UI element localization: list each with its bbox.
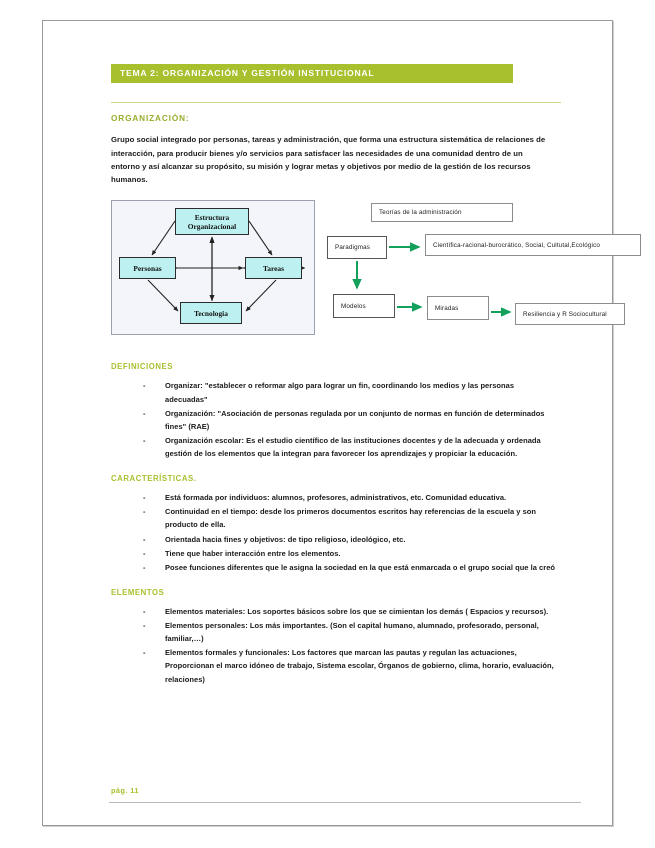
list-item: Elementos materiales: Los soportes básic… bbox=[143, 605, 555, 618]
list-item: Organización: "Asociación de personas re… bbox=[143, 407, 555, 433]
administration-theories-flowchart: Teorías de la administración Paradigmas … bbox=[327, 200, 641, 335]
section-definiciones: DEFINICIONES Organizar: "establecer o re… bbox=[111, 362, 571, 460]
page-number: pág. 11 bbox=[111, 786, 139, 795]
caracteristicas-list: Está formada por individuos: alumnos, pr… bbox=[111, 491, 571, 574]
section-heading: CARACTERÍSTICAS. bbox=[111, 474, 197, 484]
page-footer: pág. 11 bbox=[109, 786, 581, 803]
flow-node-modelos: Modelos bbox=[333, 294, 395, 319]
flow-node-miradas: Miradas bbox=[427, 296, 489, 321]
section-heading: ELEMENTOS bbox=[111, 587, 165, 597]
page-content: TEMA 2: ORGANIZACIÓN Y GESTIÓN INSTITUCI… bbox=[111, 64, 641, 687]
flow-node-teorias: Teorías de la administración bbox=[371, 203, 513, 223]
definiciones-list: Organizar: "establecer o reformar algo p… bbox=[111, 379, 571, 460]
flow-node-resiliencia: Resiliencia y R Sociocultural bbox=[515, 303, 625, 326]
list-item: Elementos personales: Los más importante… bbox=[143, 619, 555, 645]
flow-node-cientifica: Científica-racional-burocrático, Social,… bbox=[425, 234, 641, 257]
olive-divider bbox=[111, 102, 561, 104]
document-page: TEMA 2: ORGANIZACIÓN Y GESTIÓN INSTITUCI… bbox=[42, 20, 641, 826]
diagram-node-estructura: Estructura Organizacional bbox=[175, 208, 249, 236]
section-caracteristicas: CARACTERÍSTICAS. Está formada por indivi… bbox=[111, 474, 571, 574]
diagram-node-tecnologia: Tecnologia bbox=[180, 302, 242, 325]
section-label-organizacion: ORGANIZACIÓN: bbox=[111, 114, 190, 124]
page-title-banner: TEMA 2: ORGANIZACIÓN Y GESTIÓN INSTITUCI… bbox=[111, 64, 513, 84]
list-item: Orientada hacia fines y objetivos: de ti… bbox=[143, 533, 555, 546]
flowchart-arrows bbox=[352, 242, 512, 318]
section-elementos: ELEMENTOS Elementos materiales: Los sopo… bbox=[111, 588, 571, 686]
figures-row: Estructura Organizacional Personas Tarea… bbox=[111, 200, 641, 348]
list-item: Continuidad en el tiempo: desde los prim… bbox=[143, 505, 555, 531]
flow-node-paradigmas: Paradigmas bbox=[327, 236, 387, 260]
organizational-diamond-diagram: Estructura Organizacional Personas Tarea… bbox=[111, 200, 315, 336]
list-item: Organizar: "establecer o reformar algo p… bbox=[143, 379, 555, 405]
elementos-list: Elementos materiales: Los soportes básic… bbox=[111, 605, 571, 686]
list-item: Posee funciones diferentes que le asigna… bbox=[143, 561, 555, 574]
list-item: Elementos formales y funcionales: Los fa… bbox=[143, 646, 555, 685]
diagram-node-personas: Personas bbox=[119, 257, 176, 280]
section-heading: DEFINICIONES bbox=[111, 362, 174, 372]
intro-paragraph: Grupo social integrado por personas, tar… bbox=[111, 135, 546, 185]
list-item: Organización escolar: Es el estudio cien… bbox=[143, 434, 555, 460]
diagram-node-tareas: Tareas bbox=[245, 257, 302, 280]
list-item: Tiene que haber interacción entre los el… bbox=[143, 547, 555, 560]
footer-divider bbox=[109, 802, 581, 803]
list-item: Está formada por individuos: alumnos, pr… bbox=[143, 491, 555, 504]
